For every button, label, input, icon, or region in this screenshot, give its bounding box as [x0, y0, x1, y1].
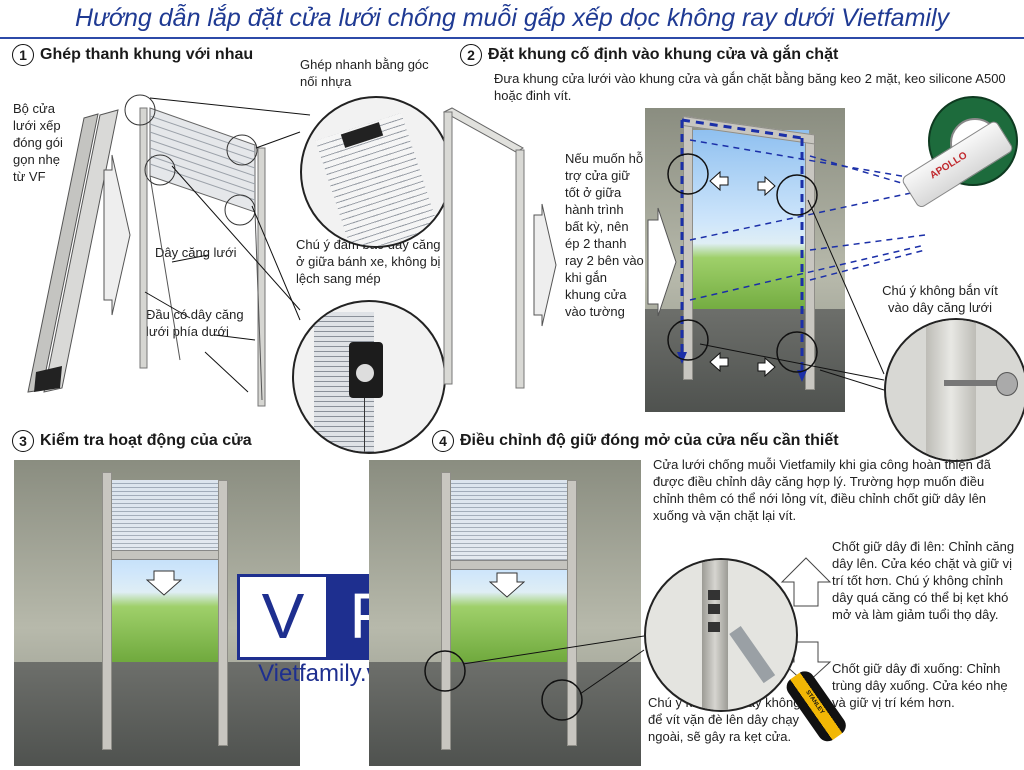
screw-icon: [944, 380, 1004, 386]
step4-doorway-scene: [369, 460, 641, 766]
step2-heading: 2 Đặt khung cố định vào khung cửa và gắn…: [460, 44, 838, 66]
step4-description: Cửa lưới chống muỗi Vietfamily khi gia c…: [653, 457, 991, 523]
logo-letter-v: V: [240, 577, 326, 657]
step1-arrow-icon: [103, 154, 131, 316]
step2-screw-note: Chú ý không bắn vít vào dây căng lưới: [882, 283, 998, 315]
step1-wire-end-note: Đầu có dây căng lưới phía dưới: [146, 307, 244, 339]
step2-arrow-icon: [533, 203, 557, 327]
page-title: Hướng dẫn lắp đặt cửa lưới chống muỗi gấ…: [75, 4, 949, 32]
step1-connector-note: Ghép nhanh bằng góc nối nhựa: [300, 57, 429, 89]
step3-heading-text: Kiểm tra hoạt động của cửa: [40, 432, 252, 449]
step3-number: 3: [12, 430, 34, 452]
step1-number: 1: [12, 44, 34, 66]
step4-down-arrow-icon: [489, 572, 525, 598]
title-divider: [0, 37, 1024, 39]
wheel-detail: [292, 300, 446, 454]
connector-detail: [300, 96, 452, 248]
step3-heading: 3 Kiểm tra hoạt động của cửa: [12, 430, 252, 452]
step1-heading: 1 Ghép thanh khung với nhau: [12, 44, 253, 66]
adjust-detail: [644, 558, 798, 712]
step4-down-note: Chốt giữ dây đi xuống: Chỉnh trùng dây x…: [832, 661, 1008, 710]
step4-heading-text: Điều chỉnh độ giữ đóng mở của cửa nếu cầ…: [460, 432, 839, 449]
step4-heading: 4 Điều chỉnh độ giữ đóng mở của cửa nếu …: [432, 430, 839, 452]
screwdriver-brand-label: STANLEY: [804, 689, 825, 716]
step4-up-note: Chốt giữ dây đi lên: Chỉnh căng dây lên.…: [832, 539, 1015, 622]
step2-number: 2: [460, 44, 482, 66]
step1-wire-note: Dây căng lưới: [155, 245, 237, 260]
step1-heading-text: Ghép thanh khung với nhau: [40, 46, 254, 63]
step1-package-note: Bộ cửa lưới xếp đóng gói gọn nhẹ từ VF: [13, 101, 63, 184]
step4-number: 4: [432, 430, 454, 452]
step2-support-note: Nếu muốn hỗ trợ cửa giữ tốt ở giữa hành …: [565, 151, 644, 319]
screw-detail: [884, 318, 1024, 462]
step3-down-arrow-icon: [146, 570, 182, 596]
step2-doorway-scene: [645, 108, 845, 412]
step3-doorway-scene: [14, 460, 300, 766]
step2-description: Đưa khung cửa lưới vào khung cửa và gắn …: [494, 71, 1006, 103]
step2-heading-text: Đặt khung cố định vào khung cửa và gắn c…: [488, 46, 839, 63]
